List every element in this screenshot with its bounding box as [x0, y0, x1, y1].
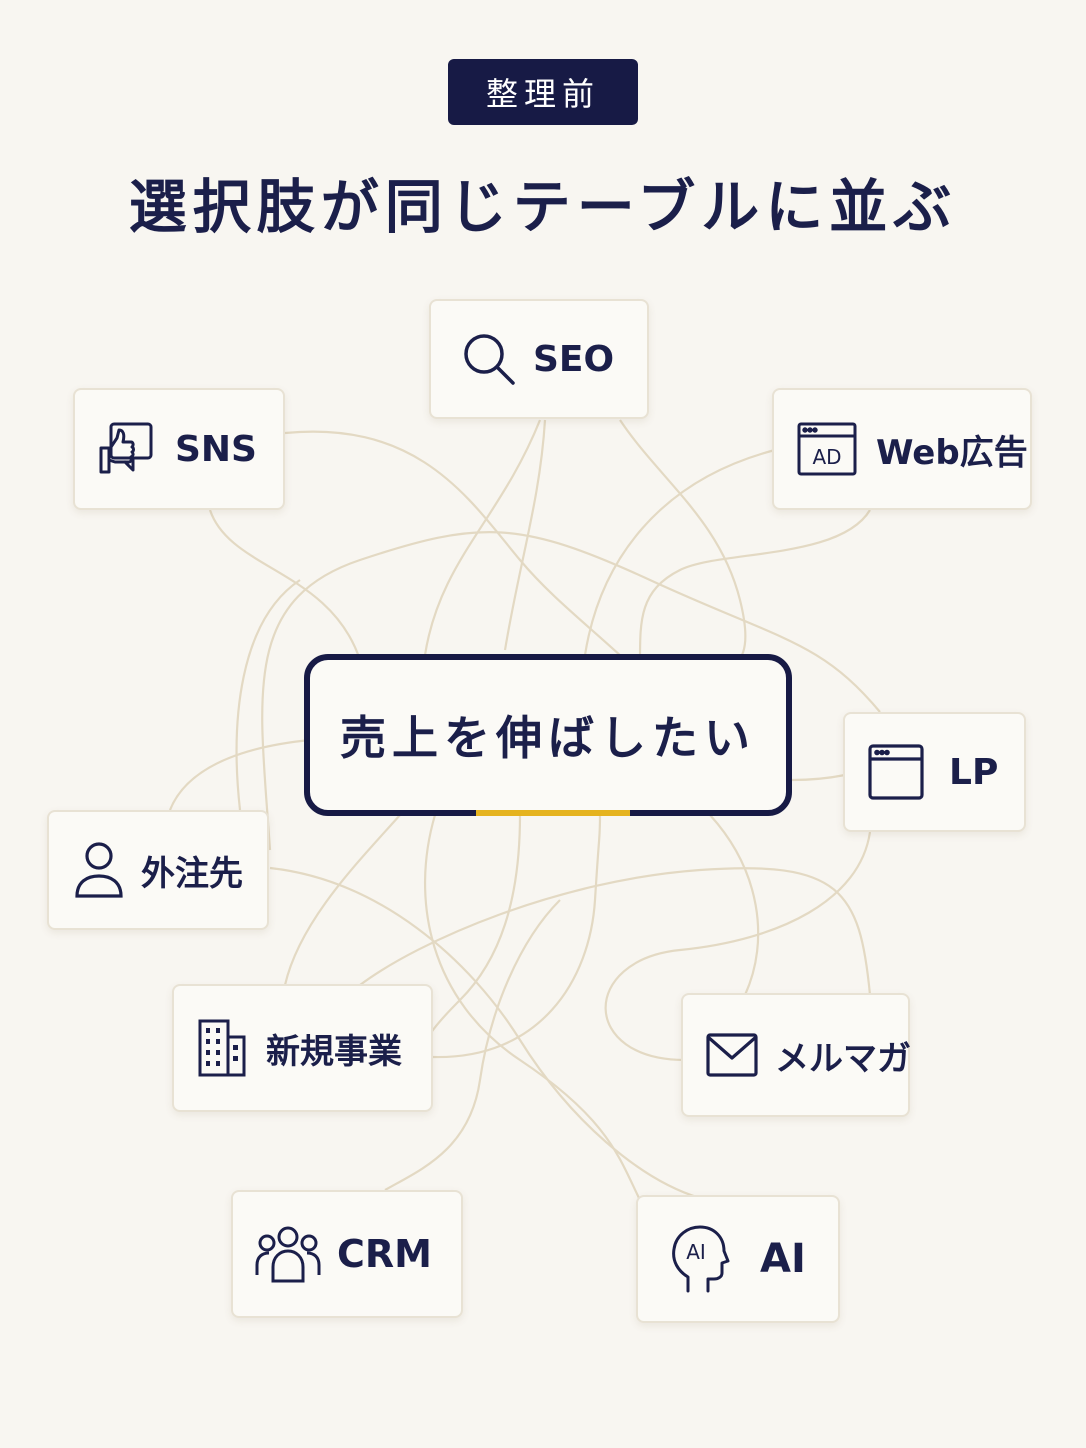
- node-ai[interactable]: AI AI: [636, 1195, 840, 1323]
- browser-window-icon: [867, 743, 925, 801]
- envelope-icon: [705, 1030, 759, 1080]
- node-label: 外注先: [141, 853, 243, 894]
- ad-window-icon: AD: [796, 420, 858, 478]
- node-label: LP: [949, 751, 999, 793]
- thumbs-up-icon: [97, 420, 155, 478]
- goal-label: 売上を伸ばしたい: [340, 711, 756, 765]
- center-goal[interactable]: 売上を伸ばしたい: [304, 654, 792, 816]
- section-tag: 整理前: [448, 59, 638, 125]
- search-icon: [461, 331, 517, 387]
- node-label: CRM: [337, 1232, 432, 1276]
- node-label: SEO: [533, 338, 615, 380]
- ai-head-icon: AI: [668, 1223, 730, 1295]
- people-group-icon: [253, 1223, 323, 1285]
- node-mail-magazine[interactable]: メルマガ: [681, 993, 911, 1117]
- page-title: 選択肢が同じテーブルに並ぶ: [128, 173, 958, 241]
- node-crm[interactable]: CRM: [231, 1190, 463, 1318]
- node-label: 新規事業: [266, 1031, 402, 1072]
- ad-icon-text: AD: [812, 445, 841, 469]
- person-icon: [71, 840, 127, 900]
- node-new-business[interactable]: 新規事業: [172, 984, 433, 1112]
- ai-icon-text: AI: [686, 1240, 706, 1264]
- node-label: SNS: [175, 428, 257, 470]
- goal-accent-bar: [476, 810, 630, 816]
- building-icon: [196, 1017, 248, 1079]
- node-outsource[interactable]: 外注先: [47, 810, 269, 930]
- node-sns[interactable]: SNS: [73, 388, 285, 510]
- node-label: メルマガ: [775, 1038, 911, 1079]
- node-label: Web広告: [876, 432, 1028, 473]
- node-label: AI: [760, 1236, 806, 1282]
- node-seo[interactable]: SEO: [429, 299, 649, 419]
- node-web-ad[interactable]: AD Web広告: [772, 388, 1032, 510]
- node-lp[interactable]: LP: [843, 712, 1026, 832]
